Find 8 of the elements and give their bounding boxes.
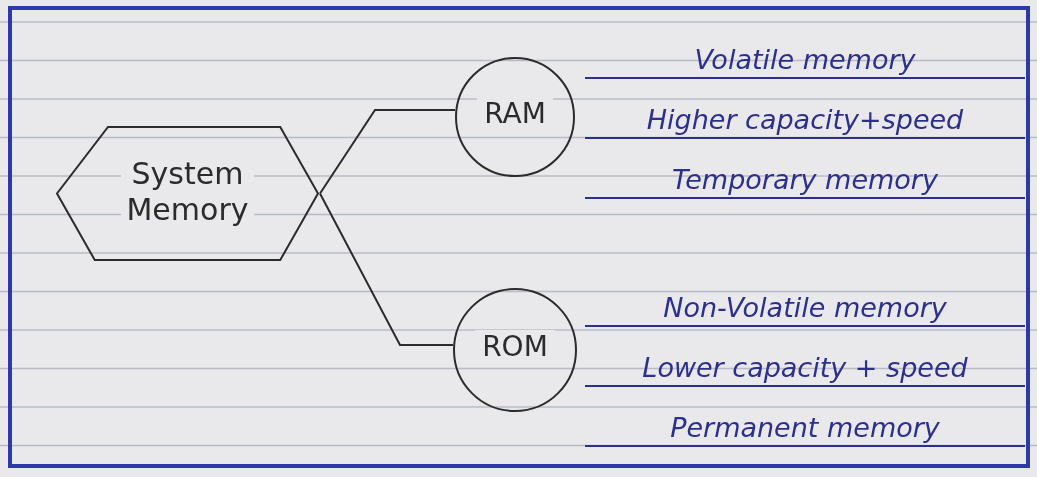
note-text: Temporary memory <box>585 162 1025 200</box>
note-text: Permanent memory <box>585 410 1025 448</box>
note-text: Higher capacity+speed <box>585 102 1025 140</box>
note-text: Lower capacity + speed <box>585 350 1025 388</box>
note-text: Volatile memory <box>585 42 1025 80</box>
connector-line <box>319 109 456 195</box>
note-text: Non-Volatile memory <box>585 290 1025 328</box>
connector-line <box>319 192 454 346</box>
